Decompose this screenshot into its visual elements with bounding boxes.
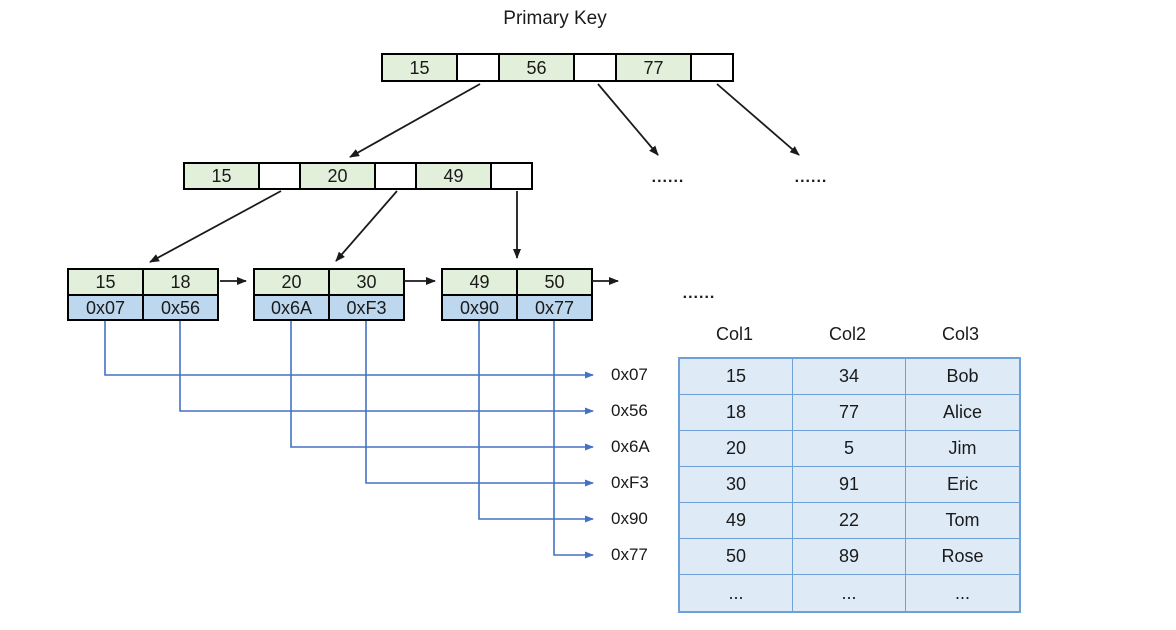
leaf-address-cell: 0x90 (441, 294, 518, 321)
arrow-internal-to-leaf1 (149, 190, 282, 263)
table-cell: Tom (906, 503, 1019, 539)
leaf-key-cell: 30 (328, 268, 405, 296)
leaf-address-cell: 0x56 (142, 294, 219, 321)
key-cell: 77 (615, 53, 692, 82)
table-cell: Bob (906, 359, 1019, 395)
row-address-label: 0x56 (611, 401, 648, 420)
btree-internal-node: 15 20 49 (183, 162, 533, 190)
address-pointer-0x77 (553, 321, 594, 559)
table-cell: 22 (793, 503, 906, 539)
leaf-address-cell: 0x77 (516, 294, 593, 321)
table-cell: 20 (680, 431, 793, 467)
table-cell: 30 (680, 467, 793, 503)
arrow-root-to-omitted-right (716, 83, 800, 156)
key-cell: 49 (415, 162, 492, 190)
table-cell: 77 (793, 395, 906, 431)
pointer-cell (374, 162, 417, 190)
address-pointer-0x6A (290, 321, 594, 451)
table-cell: Rose (906, 539, 1019, 575)
leaf-key-cell: 18 (142, 268, 219, 296)
column-header: Col3 (941, 324, 980, 344)
pointer-cell (690, 53, 734, 82)
table-cell: Alice (906, 395, 1019, 431)
leaf-key-cell: 20 (253, 268, 330, 296)
column-header: Col1 (715, 324, 754, 344)
table-cell: ... (680, 575, 793, 611)
row-address-label: 0x90 (611, 509, 648, 528)
column-header: Col2 (828, 324, 867, 344)
table-cell: Jim (906, 431, 1019, 467)
row-address-label: 0x6A (611, 437, 650, 456)
leaf-key-cell: 50 (516, 268, 593, 296)
pointer-cell (258, 162, 301, 190)
arrow-root-to-omitted-left (597, 83, 659, 156)
omitted-subtree-ellipsis-left: ...... (651, 169, 685, 186)
leaf-address-cell: 0xF3 (328, 294, 405, 321)
pointer-cell (490, 162, 533, 190)
address-pointer-0xF3 (365, 321, 594, 487)
pointer-cell (573, 53, 617, 82)
table-cell: ... (793, 575, 906, 611)
address-pointer-0x90 (478, 321, 594, 523)
key-cell: 20 (299, 162, 376, 190)
arrow-root-to-internal (349, 83, 481, 158)
leaf-address-cell: 0x07 (67, 294, 144, 321)
table-cell: 89 (793, 539, 906, 575)
table-cell: 91 (793, 467, 906, 503)
table-cell: ... (954, 582, 970, 603)
diagram-title: Primary Key (503, 8, 607, 29)
arrow-internal-to-leaf2 (335, 190, 398, 262)
leaf-key-cell: 49 (441, 268, 518, 296)
omitted-leaf-ellipsis: ...... (682, 285, 716, 302)
key-cell: 15 (183, 162, 260, 190)
table-cell: 5 (793, 431, 906, 467)
key-cell: 15 (381, 53, 458, 82)
table-cell: 18 (680, 395, 793, 431)
row-address-label: 0x77 (611, 545, 648, 564)
table-cell: 49 (680, 503, 793, 539)
table-cell: 34 (793, 359, 906, 395)
row-address-label: 0xF3 (611, 473, 649, 492)
omitted-subtree-ellipsis-right: ...... (794, 169, 828, 186)
address-pointer-0x56 (179, 321, 594, 415)
table-cell: 15 (680, 359, 793, 395)
row-address-label: 0x07 (611, 365, 648, 384)
address-pointer-0x07 (104, 321, 594, 379)
leaf-key-cell: 15 (67, 268, 144, 296)
table-cell: 50 (680, 539, 793, 575)
leaf-address-cell: 0x6A (253, 294, 330, 321)
pointer-cell (456, 53, 500, 82)
table-cell: Eric (906, 467, 1019, 503)
btree-root-node: 15 56 77 (381, 53, 734, 82)
key-cell: 56 (498, 53, 575, 82)
